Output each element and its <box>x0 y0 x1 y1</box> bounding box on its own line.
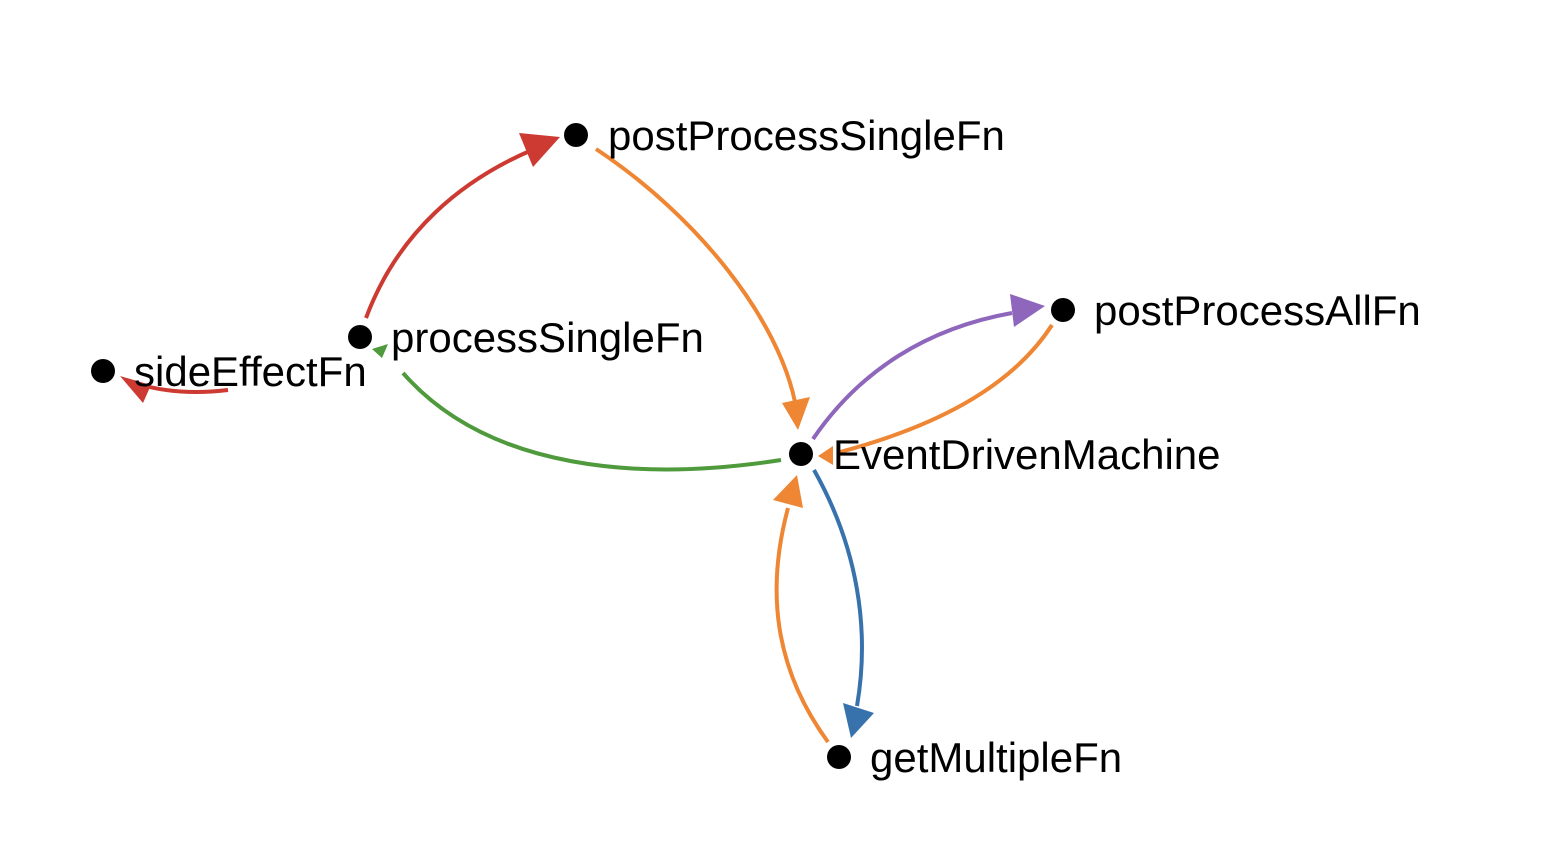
node-postProcessSingleFn[interactable]: postProcessSingleFn <box>564 112 1005 159</box>
node-label-EventDrivenMachine: EventDrivenMachine <box>833 431 1221 478</box>
arrowhead-EventDrivenMachine-right <box>818 446 833 465</box>
arrowhead-EventDrivenMachine-top <box>782 397 810 430</box>
node-dot <box>827 745 851 769</box>
edge-processSingleFn-to-postProcessSingleFn[interactable] <box>364 148 533 319</box>
edges-layer <box>120 133 1054 744</box>
node-dot <box>564 123 588 147</box>
node-dot <box>91 359 115 383</box>
arrowhead-processSingleFn <box>372 344 388 358</box>
node-postProcessAllFn[interactable]: postProcessAllFn <box>1051 287 1421 334</box>
node-sideEffectFn[interactable]: sideEffectFn <box>91 348 367 395</box>
arrowhead-sideEffectFn <box>120 376 151 403</box>
arrowhead-postProcessSingleFn <box>519 133 560 167</box>
node-dot <box>348 325 372 349</box>
arrowhead-postProcessAllFn <box>1010 294 1045 327</box>
node-getMultipleFn[interactable]: getMultipleFn <box>827 734 1122 781</box>
node-dot <box>789 442 813 466</box>
edge-postProcessSingleFn-to-EventDrivenMachine[interactable] <box>594 147 797 403</box>
edge-postProcessAllFn-to-EventDrivenMachine[interactable] <box>839 323 1054 454</box>
nodes-layer: postProcessSingleFn processSingleFn side… <box>91 112 1421 781</box>
node-label-processSingleFn: processSingleFn <box>391 314 704 361</box>
arrowhead-getMultipleFn <box>843 703 874 738</box>
edge-EventDrivenMachine-to-processSingleFn[interactable] <box>401 371 782 472</box>
node-dot <box>1051 298 1075 322</box>
node-processSingleFn[interactable]: processSingleFn <box>348 314 704 361</box>
node-label-postProcessAllFn: postProcessAllFn <box>1094 287 1421 334</box>
node-EventDrivenMachine[interactable]: EventDrivenMachine <box>789 431 1221 478</box>
node-label-getMultipleFn: getMultipleFn <box>870 734 1122 781</box>
node-label-postProcessSingleFn: postProcessSingleFn <box>608 112 1005 159</box>
edge-getMultipleFn-to-EventDrivenMachine[interactable] <box>774 507 830 744</box>
arrowhead-EventDrivenMachine-bottom <box>773 475 803 508</box>
edge-EventDrivenMachine-to-getMultipleFn[interactable] <box>812 469 864 707</box>
edge-EventDrivenMachine-to-postProcessAllFn[interactable] <box>811 311 1013 441</box>
node-label-sideEffectFn: sideEffectFn <box>134 348 367 395</box>
